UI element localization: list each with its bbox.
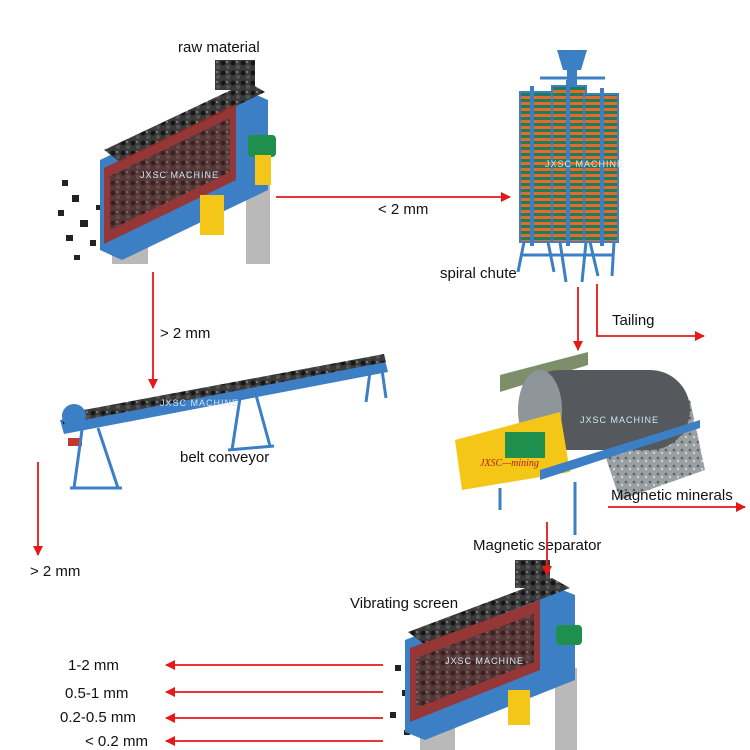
flow-label-tailing: Tailing	[612, 312, 655, 329]
spiral-legs	[516, 241, 616, 283]
flow-arrows	[33, 192, 746, 746]
top-vibrating-screen-machine: JXSC MACHINE	[58, 60, 276, 264]
label-raw-material: raw material	[178, 39, 260, 56]
output-label: < 0.2 mm	[85, 733, 148, 750]
output-label: 0.5-1 mm	[65, 685, 128, 702]
conveyor-legs	[70, 369, 388, 490]
bottom-vibration-motor	[556, 625, 582, 645]
watermark-spiral: JXSC MACHINE	[545, 159, 624, 169]
drive-motor	[68, 438, 82, 446]
magnetic-separator-machine: JXSC MACHINE JXSC—mining	[455, 352, 705, 535]
conveyor-frame	[60, 360, 388, 434]
flow-label-gt-2mm-screen: > 2 mm	[160, 325, 210, 342]
separator-motor	[505, 432, 545, 458]
label-vibrating-screen: Vibrating screen	[350, 595, 458, 612]
motor-mount	[255, 155, 271, 185]
ore-on-deck	[104, 82, 265, 162]
flow-label-magnetic-minerals: Magnetic minerals	[611, 487, 733, 504]
conveyor-ore-load	[62, 354, 386, 424]
watermark-bottom-screen: JXSC MACHINE	[445, 656, 524, 666]
label-spiral-chute: spiral chute	[440, 265, 517, 282]
yellow-support	[200, 195, 224, 235]
separator-legs	[498, 482, 577, 535]
label-belt-conveyor: belt conveyor	[180, 449, 269, 466]
arrow-tailing	[596, 284, 705, 341]
watermark-top-screen: JXSC MACHINE	[140, 170, 219, 180]
bottom-ore-deck	[408, 578, 570, 644]
bottom-yellow-support	[508, 690, 530, 725]
falling-ore-particles	[58, 60, 255, 260]
flow-label-lt-2mm: < 2 mm	[378, 201, 428, 218]
bottom-vibrating-screen-machine: JXSC MACHINE	[390, 560, 582, 750]
belt-conveyor-machine: JXSC MACHINE	[60, 354, 388, 490]
drive-pulley	[62, 404, 86, 428]
watermark-conveyor: JXSC MACHINE	[160, 398, 239, 408]
flow-label-gt-2mm-conveyor: > 2 mm	[30, 563, 80, 580]
feed-hopper	[557, 50, 587, 70]
separator-base-frame	[540, 420, 700, 480]
vibration-motor	[248, 135, 276, 157]
output-label: 0.2-0.5 mm	[60, 709, 136, 726]
watermark-separator: JXSC MACHINE	[580, 415, 659, 425]
spiral-chute-machine: JXSC MACHINE	[516, 50, 624, 283]
bottom-screen-mesh	[416, 614, 534, 708]
bottom-pillar-right	[555, 668, 577, 750]
brand-jxsc-mining: JXSC—mining	[480, 458, 539, 469]
spiral-columns	[519, 80, 619, 246]
output-label: 1-2 mm	[68, 657, 119, 674]
label-magnetic-separator: Magnetic separator	[473, 537, 601, 554]
screen-mesh	[110, 118, 230, 230]
